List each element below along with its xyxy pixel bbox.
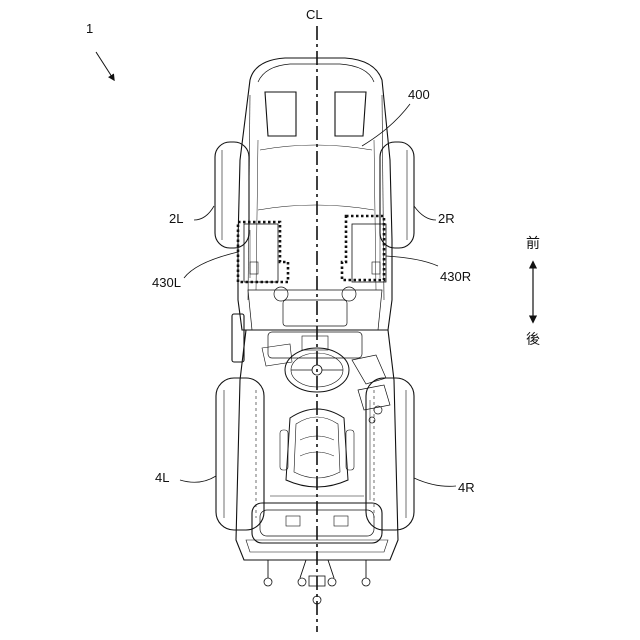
door-frame-430R [352,224,386,282]
door-region-outlines [238,216,384,282]
rear-wheel-left-leader [180,476,216,482]
cabin-400 [232,58,392,362]
door-left-label: 430L [152,276,181,290]
rear-direction-label: 後 [526,332,540,346]
door-right-label: 430R [440,270,471,284]
door-left-leader [184,252,238,278]
rear-wheel-left-label: 4L [155,471,169,485]
rear-wheel-right [366,378,414,530]
vehicle-leader-arrow [96,52,114,80]
cabin-reference-label: 400 [408,88,430,102]
front-wheel-left-leader [194,206,214,220]
front-wheel-right-label: 2R [438,212,455,226]
front-direction-label: 前 [526,236,540,250]
door-right-leader [386,256,438,266]
rear-wheel-right-label: 4R [458,481,475,495]
front-wheel-left-label: 2L [169,212,183,226]
front-wheel-right-leader [414,206,436,220]
centerline-label: CL [306,8,323,22]
vehicle-reference-label: 1 [86,22,93,36]
rear-wheel-right-leader [414,478,456,486]
front-wheel-right [380,142,414,248]
